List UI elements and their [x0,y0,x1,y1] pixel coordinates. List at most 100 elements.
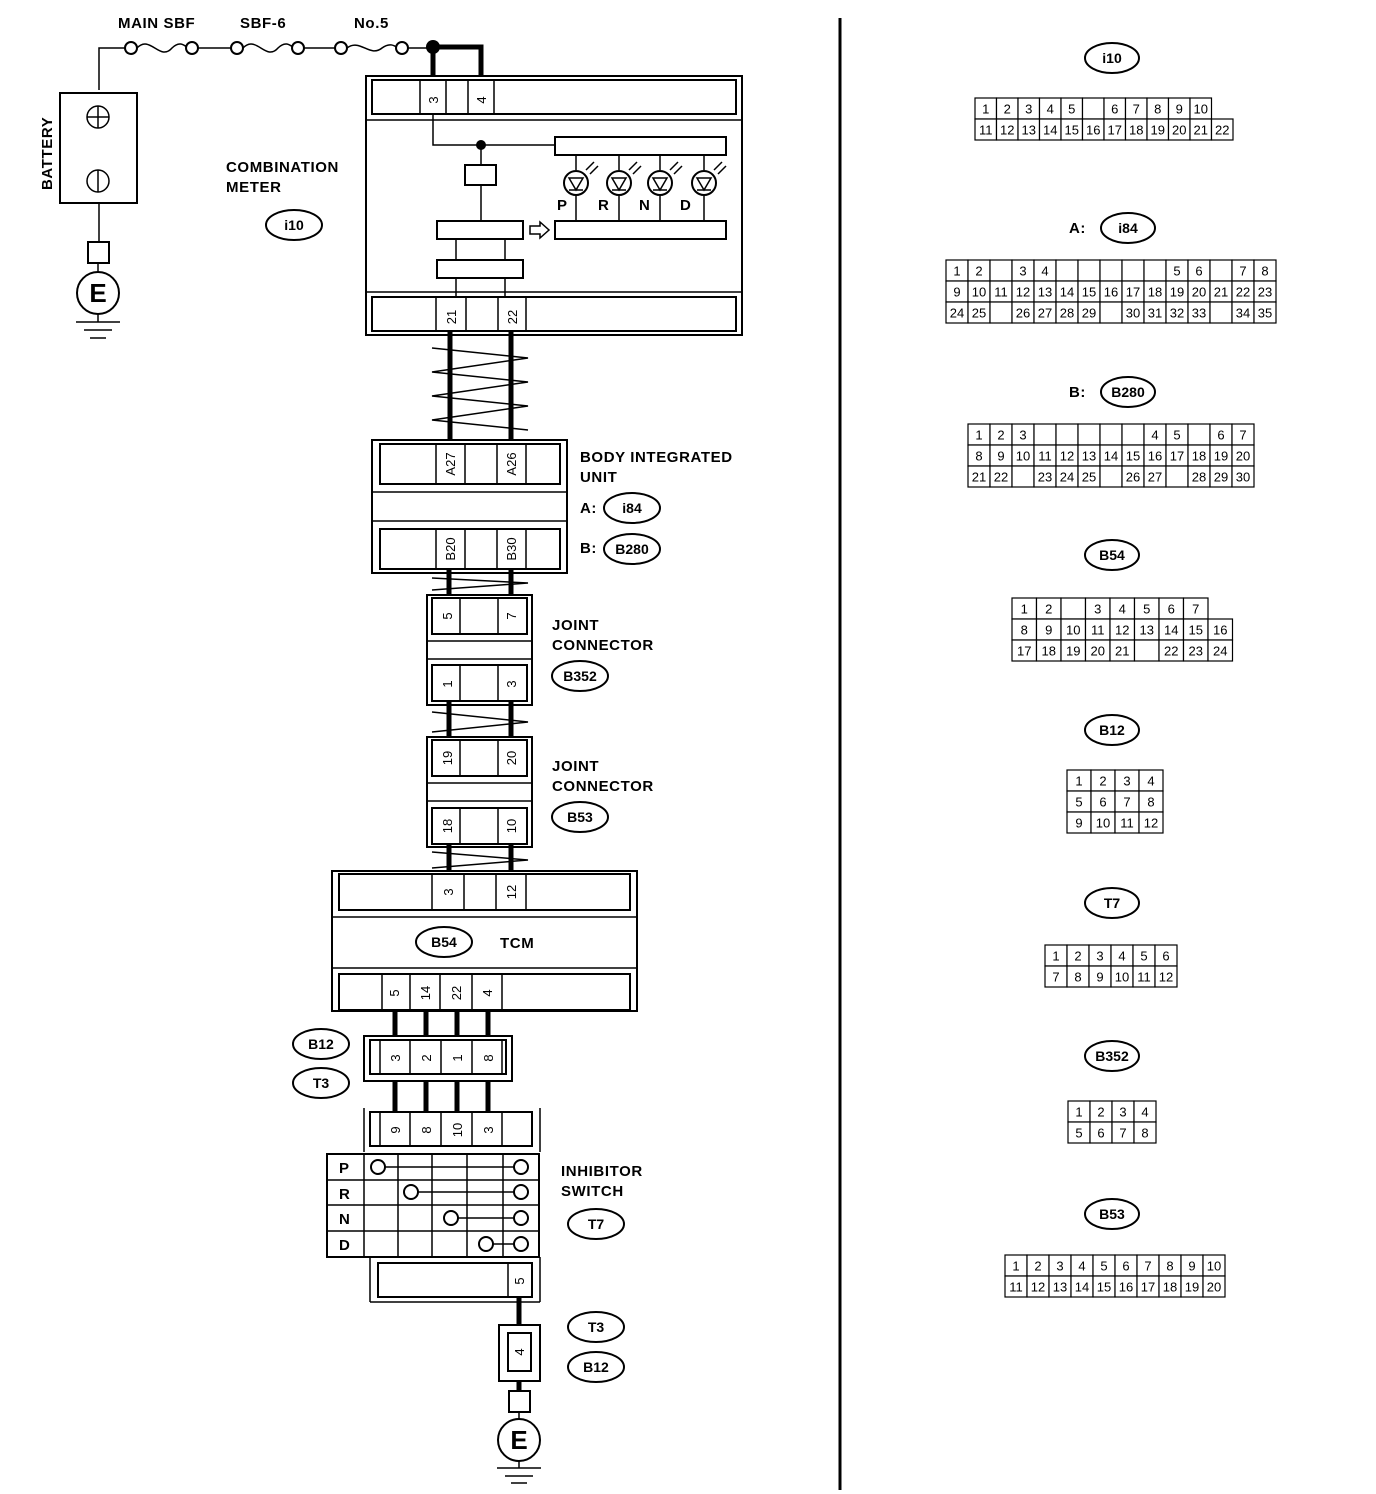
pin-label: 4 [1141,1105,1148,1120]
lamp-label-n: N [639,197,650,214]
body-integrated-unit: A27 A26 B20 B30 BODY INTEGRATED UNIT A: … [371,439,732,574]
pin-label: 3 [1119,1105,1126,1120]
pin-label: 9 [1075,816,1082,831]
pin-label: 10 [1066,623,1080,638]
pin-cell [1081,97,1105,120]
pin-label: 9 [953,285,960,300]
pin-label: 15 [1097,1280,1111,1295]
pin-cell [1253,301,1277,324]
pin-label: 13 [1038,285,1052,300]
pin-label: 24 [1213,644,1227,659]
pin-label: 15 [1065,123,1079,138]
pin-cell [1099,465,1123,488]
pin-label: 5 [1173,264,1180,279]
pin-cell [1165,465,1189,488]
pin-label: 9 [1176,102,1183,117]
pin-label: 11 [1120,816,1134,831]
pin-label: 3 [1019,428,1026,443]
pin-label: 22 [1164,644,1178,659]
inhibitor-switch: 9 8 10 3 P R N D 5 INHIBITOR SWITCH T7 [326,1108,642,1303]
switch-contact-p [370,1159,386,1175]
pin-label: 5 [1075,1126,1082,1141]
pin-label: 11 [1009,1280,1023,1295]
lamp-label-p: P [557,197,568,214]
fuse-terminal [124,41,138,55]
pin-cell [1077,423,1101,446]
biu-a-prefix: A: [580,500,597,517]
pin-label: 28 [1060,306,1074,321]
t7-pin-3: 3 [481,1126,496,1133]
pin-label: 24 [950,306,964,321]
fuse-no5-icon [346,44,399,52]
pin-label: 6 [1122,1259,1129,1274]
connector-tag-b12 [292,1028,350,1060]
connector-tag-t3-ground-label: T3 [588,1319,605,1335]
pin-label: 27 [1148,470,1162,485]
pin-label: 16 [1086,123,1100,138]
t7-pin-5: 5 [512,1277,527,1284]
pin-cell [1033,423,1057,446]
pin-label: 22 [994,470,1008,485]
lamp-bus-bar [554,136,727,156]
pin-label: 23 [1258,285,1272,300]
pin-label: 1 [982,102,989,117]
pin-cell [1231,465,1255,488]
connector-tag-i10-label: i10 [284,217,304,233]
pin-label: 23 [1189,644,1203,659]
view-id-oval [1100,212,1156,244]
view-id-oval [1084,714,1140,746]
pin-cell [1133,1121,1157,1144]
pin-label: 1 [953,264,960,279]
pin-label: 19 [1170,285,1184,300]
pin-label: 7 [1119,1126,1126,1141]
switch-contacts [370,1159,529,1252]
pin-cell [1207,639,1234,662]
ground-terminal [87,241,110,264]
lamp-label-d: D [680,197,691,214]
pin-label: 31 [1148,306,1162,321]
view-id-label: B54 [1099,547,1125,563]
pin-label: 15 [1082,285,1096,300]
ground-label-bottom: E [510,1425,527,1455]
connector-tag-b280-label: B280 [615,541,649,557]
twisted-pair-1 [431,331,529,445]
meter-pin-3: 3 [426,96,441,103]
pin-label: 20 [1236,449,1250,464]
t7-pin-8: 8 [419,1126,434,1133]
pin-label: 7 [1192,602,1199,617]
pin-label: 8 [1141,1126,1148,1141]
pin-label: 4 [1118,949,1125,964]
ground-label: E [89,278,106,308]
pin-label: 17 [1108,123,1122,138]
view-id-label: T7 [1104,895,1121,911]
pin-cell [1055,259,1079,282]
pin-label: 2 [1004,102,1011,117]
pin-label: 4 [1151,428,1158,443]
pin-cell [1143,259,1167,282]
pin-label: 2 [1034,1259,1041,1274]
tcm-pin-3: 3 [441,888,456,895]
pin-label: 22 [1215,123,1229,138]
pin-label: 1 [975,428,982,443]
pin-label: 5 [1173,428,1180,443]
view-prefix: B: [1069,384,1086,401]
switch-pos-r: R [339,1186,350,1203]
connector-tag-i10 [265,209,323,241]
b12-pin-3: 3 [388,1054,403,1061]
pin-label: 6 [1217,428,1224,443]
pin-label: 33 [1192,306,1206,321]
pin-cell [1202,1275,1226,1298]
switch-pos-d: D [339,1237,350,1254]
pin-label: 7 [1123,795,1130,810]
view-id-oval [1100,376,1156,408]
pin-cell [1121,259,1145,282]
pin-label: 5 [1068,102,1075,117]
pin-label: 9 [1188,1259,1195,1274]
pin-label: 22 [1236,285,1250,300]
tcm: 3 12 B54 TCM 5 14 22 4 [331,870,638,1012]
connector-tag-i84-label: i84 [622,500,642,516]
pin-label: 32 [1170,306,1184,321]
pin-label: 2 [1097,1105,1104,1120]
